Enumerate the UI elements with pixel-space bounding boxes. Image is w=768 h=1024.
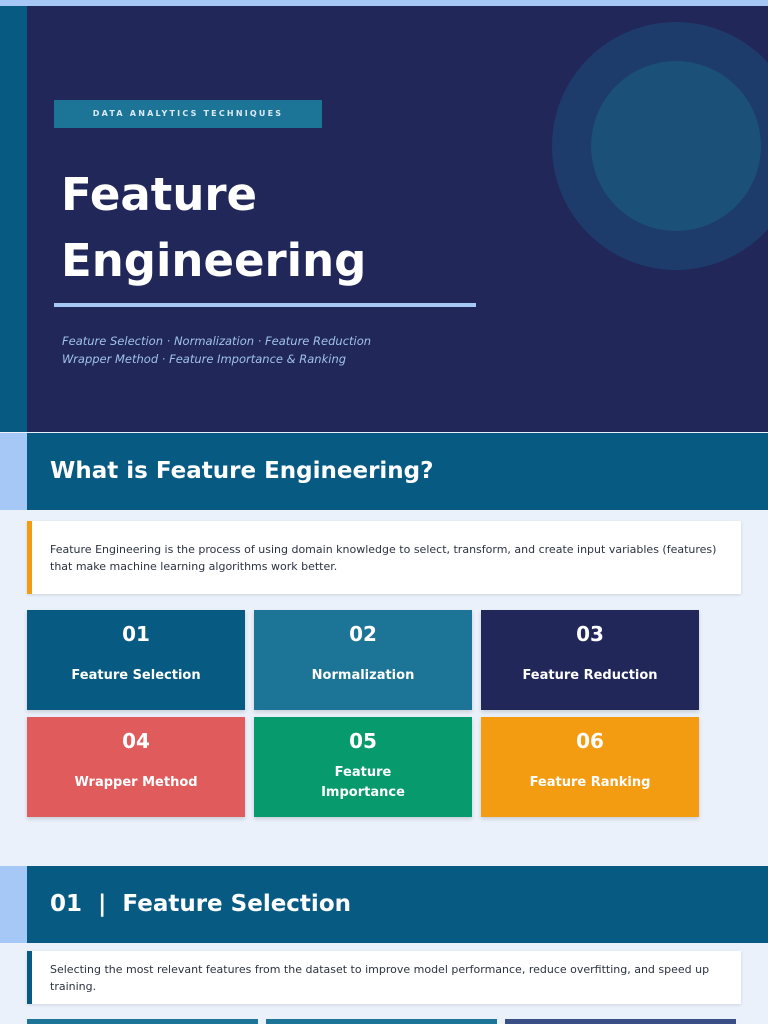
page-title-line-2: Engineering (61, 234, 367, 287)
section-header-intro: What is Feature Engineering? (0, 433, 768, 510)
topic-number: 05 (349, 729, 377, 753)
next-card-stub-3 (505, 1019, 736, 1024)
page-title-line-1: Feature (61, 168, 258, 221)
top-accent-strip (0, 0, 768, 6)
topic-label: Feature Ranking (529, 775, 651, 790)
topic-card-feature-importance[interactable]: 05 Feature Importance (254, 717, 472, 817)
page-title: Feature Engineering (61, 162, 541, 294)
topic-label: Wrapper Method (74, 775, 198, 790)
topic-number: 02 (349, 622, 377, 646)
decorative-circle-inner (591, 61, 761, 231)
next-card-stub-1 (27, 1019, 258, 1024)
topic-number: 06 (576, 729, 604, 753)
topic-card-feature-selection[interactable]: 01 Feature Selection (27, 610, 245, 710)
topic-card-feature-reduction[interactable]: 03 Feature Reduction (481, 610, 699, 710)
topic-number: 04 (122, 729, 150, 753)
topic-number: 01 (122, 622, 150, 646)
hero-left-bar (0, 6, 27, 432)
category-tag: DATA ANALYTICS TECHNIQUES (54, 100, 322, 128)
section-accent-bar (0, 866, 27, 943)
section-title: 01 | Feature Selection (50, 891, 351, 917)
topic-card-wrapper-method[interactable]: 04 Wrapper Method (27, 717, 245, 817)
intro-description: Feature Engineering is the process of us… (50, 543, 717, 573)
topic-card-normalization[interactable]: 02 Normalization (254, 610, 472, 710)
topic-label: Feature Importance (321, 765, 405, 800)
section-accent-bar (0, 433, 27, 510)
topic-label: Feature Selection (71, 668, 201, 683)
hero-banner: DATA ANALYTICS TECHNIQUES Feature Engine… (0, 6, 768, 432)
topic-label: Feature Reduction (522, 668, 658, 683)
topic-number: 03 (576, 622, 604, 646)
info-accent-bar (27, 521, 32, 594)
selection-description: Selecting the most relevant features fro… (50, 963, 710, 993)
hero-subtitle-line-1: Feature Selection · Normalization · Feat… (62, 334, 372, 348)
selection-info-box: Selecting the most relevant features fro… (27, 951, 741, 1004)
info-accent-bar (27, 951, 32, 1004)
intro-info-box: Feature Engineering is the process of us… (27, 521, 741, 594)
topic-card-feature-ranking[interactable]: 06 Feature Ranking (481, 717, 699, 817)
topic-label: Normalization (311, 668, 415, 683)
hero-subtitle-line-2: Wrapper Method · Feature Importance & Ra… (62, 352, 347, 366)
title-underline (54, 303, 476, 307)
hero-subtitle: Feature Selection · Normalization · Feat… (62, 332, 482, 368)
section-title: What is Feature Engineering? (50, 458, 434, 484)
next-card-stub-2 (266, 1019, 497, 1024)
section-header-feature-selection: 01 | Feature Selection (0, 866, 768, 943)
